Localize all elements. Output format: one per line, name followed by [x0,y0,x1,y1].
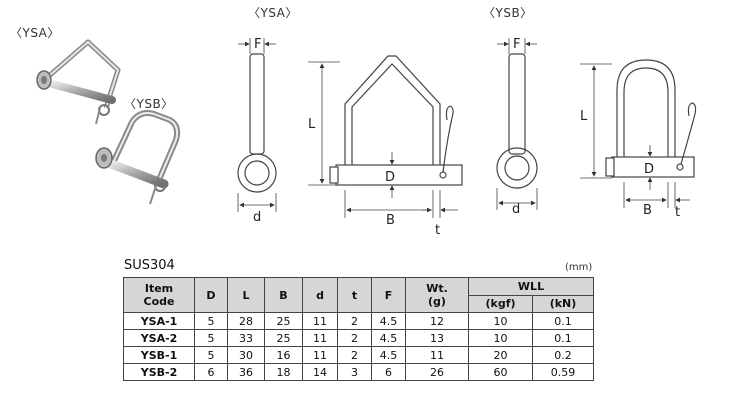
cell-d-small: 11 [302,329,338,347]
dim-label-b-ysa: B [386,213,395,228]
cell-b: 18 [264,363,303,381]
cell-b: 16 [264,346,303,364]
dim-label-l-ysb: L [580,109,588,124]
table-row: YSB-1 5 30 16 11 2 4.5 11 20 0.2 [123,346,594,364]
dim-label-t-ysa: t [435,223,440,238]
cell-t: 2 [337,346,372,364]
cell-f: 4.5 [371,312,406,330]
header-b: B [264,277,303,313]
ysa-side-view [237,38,277,212]
table-title: SUS304 [124,258,175,273]
cell-b: 25 [264,329,303,347]
cell-kgf: 20 [468,346,533,364]
header-l: L [227,277,265,313]
table-row: YSA-1 5 28 25 11 2 4.5 12 10 0.1 [123,312,594,330]
cell-code: YSA-1 [123,312,195,330]
header-wll: WLL [468,277,594,296]
cell-kgf: 60 [468,363,533,381]
cell-d-small: 11 [302,312,338,330]
cell-wt: 11 [405,346,469,364]
cell-wt: 13 [405,329,469,347]
ysb-front-view [580,59,697,208]
cell-wt: 12 [405,312,469,330]
table-row: YSA-2 5 33 25 11 2 4.5 13 10 0.1 [123,329,594,347]
cell-d-large: 5 [194,329,228,347]
cell-l: 28 [227,312,265,330]
dim-label-d-small-ysa: d [253,210,261,225]
header-wll-kn: (kN) [532,294,594,313]
dim-label-b-ysb: B [643,203,652,218]
cell-d-large: 5 [194,346,228,364]
heading-ysb: 〈YSB〉 [483,6,533,20]
dim-label-t-ysb: t [675,205,680,220]
cell-code: YSB-1 [123,346,195,364]
header-wt-line2: (g) [428,295,446,308]
cell-d-small: 14 [302,363,338,381]
header-t: t [337,277,372,313]
dim-label-l-ysa: L [308,117,316,132]
table-row: YSB-2 6 36 18 14 3 6 26 60 0.59 [123,363,594,381]
cell-wt: 26 [405,363,469,381]
cell-d-small: 11 [302,346,338,364]
product-photos [36,39,181,205]
dim-label-d-small-ysb: d [512,202,520,217]
cell-d-large: 6 [194,363,228,381]
header-f: F [371,277,406,313]
cell-kn: 0.59 [532,363,594,381]
cell-b: 25 [264,312,303,330]
photo-ysa-shackle [36,39,121,125]
ysa-front-view [308,55,463,218]
dim-label-f-ysa: F [254,37,261,52]
heading-ysa: 〈YSA〉 [248,6,298,20]
photo-label-ysb: 〈YSB〉 [124,97,174,111]
cell-kgf: 10 [468,312,533,330]
cell-kn: 0.2 [532,346,594,364]
header-d-small: d [302,277,338,313]
table-header-row: Item Code D L B d t F Wt. (g) WLL [123,277,594,313]
spec-table: Item Code D L B d t F Wt. (g) WLL (kgf) … [123,277,594,381]
table-subheader-row: (kgf) (kN) [124,294,594,313]
header-item-code-line1: Item [144,282,174,295]
header-item-code-line2: Code [143,295,175,308]
table-unit: (mm) [565,262,593,273]
photo-label-ysa: 〈YSA〉 [10,26,60,40]
cell-kn: 0.1 [532,329,594,347]
cell-t: 3 [337,363,372,381]
header-d-large: D [194,277,228,313]
cell-code: YSB-2 [123,363,195,381]
cell-f: 6 [371,363,406,381]
cell-t: 2 [337,329,372,347]
cell-kn: 0.1 [532,312,594,330]
cell-l: 30 [227,346,265,364]
cell-code: YSA-2 [123,329,195,347]
cell-kgf: 10 [468,329,533,347]
ysb-side-view [496,38,538,210]
photo-ysb-shackle [95,110,181,205]
header-wll-kgf: (kgf) [468,294,533,313]
dimension-drawings: 〈YSA〉 〈YSB〉 F d L [237,6,697,238]
cell-f: 4.5 [371,329,406,347]
cell-t: 2 [337,312,372,330]
header-item-code: Item Code [123,277,195,313]
dim-label-d-pin-ysa: D [385,170,395,185]
dim-label-f-ysb: F [513,37,520,52]
cell-l: 33 [227,329,265,347]
dim-label-d-pin-ysb: D [644,162,654,177]
cell-l: 36 [227,363,265,381]
cell-d-large: 5 [194,312,228,330]
header-wt: Wt. (g) [405,277,469,313]
cell-f: 4.5 [371,346,406,364]
header-wt-line1: Wt. [426,282,448,295]
